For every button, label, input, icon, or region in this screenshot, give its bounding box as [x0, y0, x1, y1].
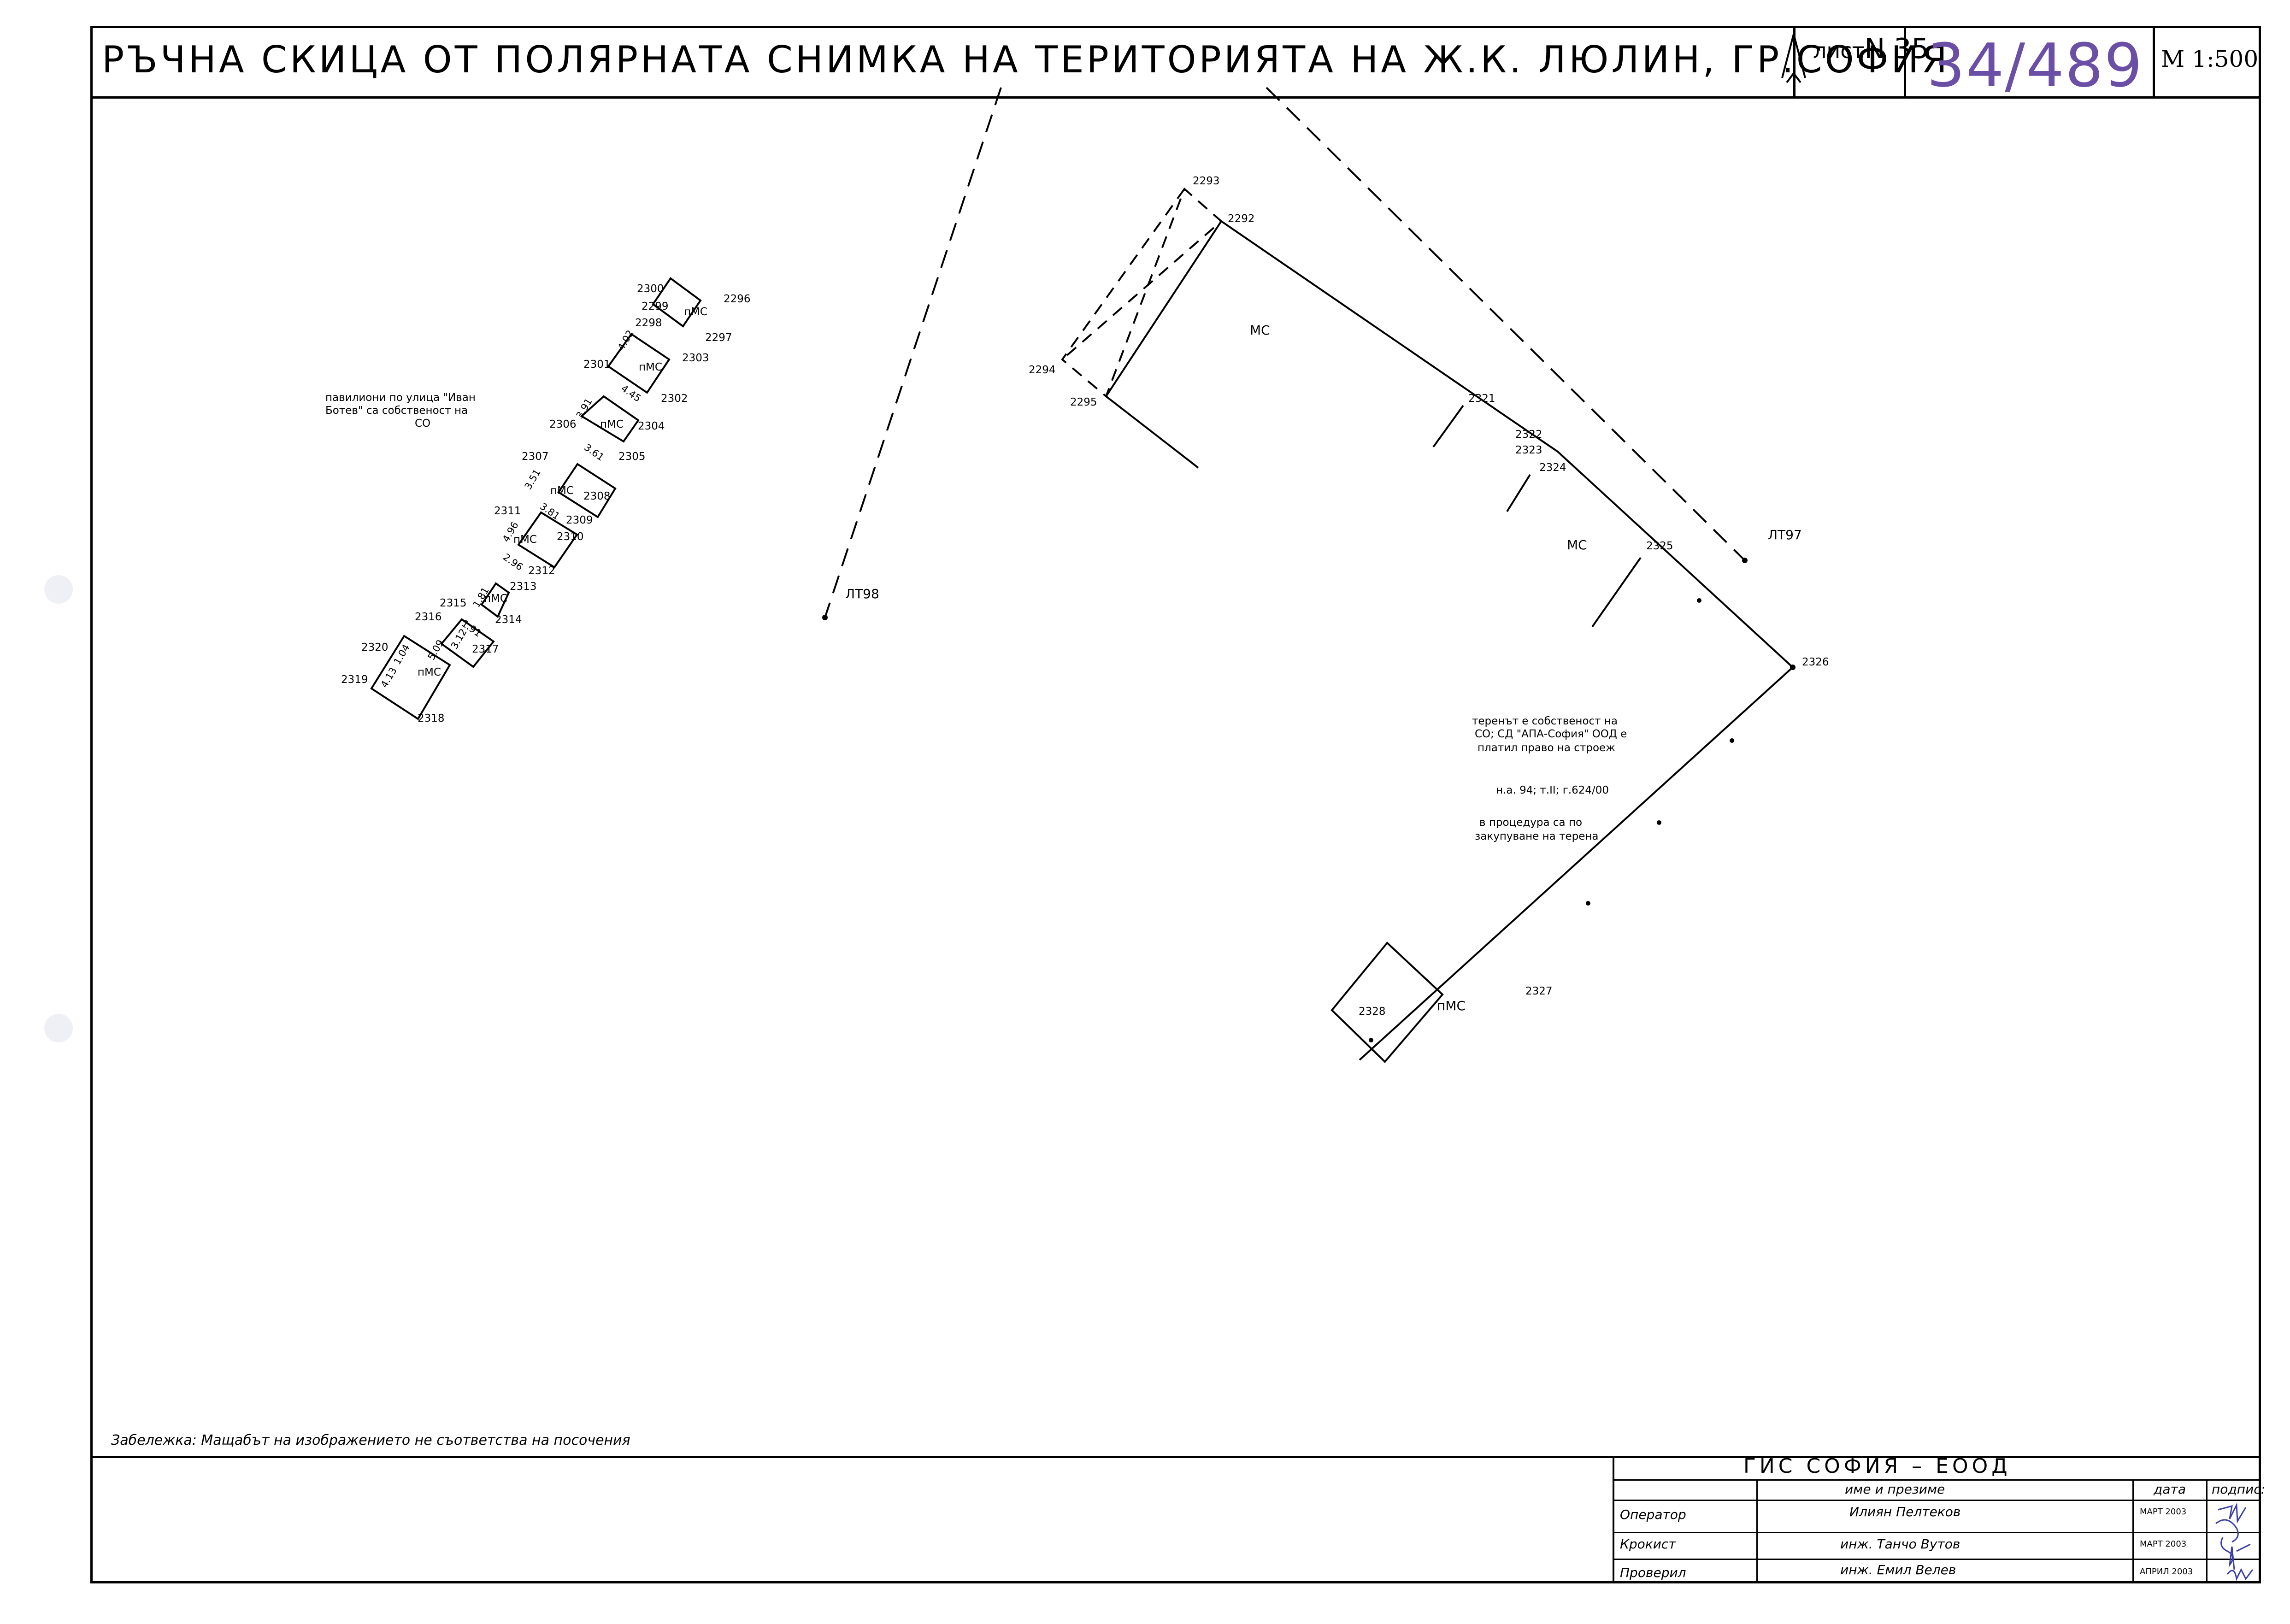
building-label: пМС [684, 306, 707, 318]
point-label: 2315 [440, 597, 467, 609]
handwritten-number: 34/489 [1927, 30, 2143, 100]
dashed-line [1061, 187, 1223, 398]
page-title: РЪЧНА СКИЦА ОТ ПОЛЯРНАТА СНИМКА НА ТЕРИТ… [102, 38, 1950, 81]
drawing-sheet: РЪЧНА СКИЦА ОТ ПОЛЯРНАТА СНИМКА НА ТЕРИТ… [90, 26, 2265, 1583]
company-name: ГИС СОФИЯ – ЕООД [1743, 1454, 2011, 1478]
annotation-text: закупуване на терена [1475, 830, 1599, 842]
point-label: 2323 [1515, 444, 1542, 456]
annotation-text: СО; СД "АПА-София" ООД е [1475, 728, 1627, 740]
point-label: 2321 [1468, 393, 1495, 405]
control-point-label: ЛТ98 [845, 586, 879, 601]
role-checker: Проверил [1620, 1565, 1686, 1580]
name-sketcher: инж. Танчо Вутов [1840, 1536, 1960, 1552]
point-label: 2298 [635, 317, 662, 329]
point-label: 2292 [1228, 213, 1255, 225]
building-label: пМС [1437, 998, 1466, 1013]
dimension-label: 4.13 [379, 665, 399, 690]
role-operator: Оператор [1620, 1507, 1686, 1522]
col-sign-header: подпис: [2212, 1482, 2266, 1497]
building-label: пМС [484, 593, 507, 605]
point-label: 2309 [566, 514, 593, 526]
point-label: 2307 [522, 451, 549, 463]
punch-hole-top [44, 575, 73, 604]
point-label: 2317 [472, 643, 499, 655]
point-label: 2318 [418, 712, 445, 724]
col-name-header: име и презиме [1845, 1482, 1945, 1497]
point-label: 2296 [724, 293, 751, 305]
point-label: 2301 [583, 359, 611, 371]
building-label: пМС [513, 534, 537, 546]
date-checker: АПРИЛ 2003 [2140, 1567, 2193, 1577]
annotation-text: платил право на строеж [1478, 742, 1615, 754]
point-label: 2302 [661, 393, 688, 405]
dimension-label: 2.96 [501, 551, 525, 572]
title-block: РЪЧНА СКИЦА ОТ ПОЛЯРНАТА СНИМКА НА ТЕРИТ… [93, 28, 2259, 100]
building-label: пМС [418, 666, 441, 678]
point-label: 2324 [1539, 462, 1566, 474]
punch-hole-bottom [44, 1014, 73, 1042]
point-label: 2311 [494, 505, 521, 517]
annotation-text: СО [415, 418, 430, 430]
point-label: 2293 [1193, 175, 1220, 187]
annotation-text: Ботев" са собственост на [325, 405, 468, 417]
dashed-line [824, 87, 1002, 618]
date-sketcher: МАРТ 2003 [2140, 1539, 2187, 1549]
point-label: 2312 [528, 565, 555, 577]
divider [2153, 28, 2155, 96]
scale-note: Забележка: Мащабът на изображението не с… [111, 1432, 630, 1448]
point-label: 2308 [583, 490, 611, 502]
point-label: 2304 [638, 420, 665, 432]
name-operator: Илиян Пелтеков [1849, 1504, 1961, 1519]
point-label: 2303 [682, 352, 709, 364]
point-label: 2294 [1029, 364, 1056, 376]
dashed-line [1266, 87, 1746, 561]
point-label: 2314 [495, 614, 522, 626]
divider [1904, 28, 1906, 96]
footer-divider [93, 1456, 2259, 1458]
annotation-text: н.а. 94; т.II; г.624/00 [1496, 784, 1609, 796]
point-label: 2313 [510, 581, 537, 593]
sheet-number: листN 35 [1813, 33, 1929, 65]
point-label: 2300 [637, 283, 664, 295]
point-label: 2326 [1802, 656, 1829, 668]
building-label: МС [1567, 537, 1587, 553]
role-sketcher: Крокист [1620, 1536, 1676, 1552]
point-label: 2299 [642, 300, 669, 312]
point-label: 2328 [1359, 1006, 1386, 1018]
parcel-boundary [1105, 220, 1794, 1061]
dimension-label: 4.45 [619, 382, 643, 404]
point-label: 2305 [618, 451, 646, 463]
point-label: 2316 [415, 611, 442, 623]
annotation-text: в процедура са по [1479, 817, 1582, 829]
dimension-label: 4.02 [616, 328, 636, 353]
name-checker: инж. Емил Велев [1840, 1562, 1956, 1577]
point-label: 2325 [1646, 540, 1673, 552]
annotation-text: теренът е собственост на [1472, 715, 1618, 727]
dimension-label: 3.61 [582, 441, 606, 463]
point-label: 2322 [1515, 429, 1542, 441]
dimension-label: 3.51 [523, 467, 543, 492]
building-label: пМС [639, 361, 662, 373]
point-label: 2320 [361, 641, 389, 653]
signatures-image [2215, 1502, 2254, 1581]
point-label: 2297 [705, 332, 732, 344]
scale-label: М 1:500 [2161, 46, 2259, 72]
col-date-header: дата [2154, 1482, 2186, 1497]
building-label: пМС [550, 485, 574, 497]
annotation-text: павилиони по улица "Иван [325, 392, 476, 404]
signature-stamp: ГИС СОФИЯ – ЕООД име и презиме дата подп… [1613, 1454, 2265, 1583]
control-point-label: ЛТ97 [1768, 527, 1802, 542]
compass-icon [1781, 32, 1806, 89]
point-label: 2327 [1525, 985, 1553, 997]
building-label: МС [1250, 323, 1270, 338]
point-label: 2310 [557, 531, 584, 543]
building-label: пМС [600, 418, 624, 430]
date-operator: МАРТ 2003 [2140, 1507, 2187, 1517]
point-label: 2306 [549, 418, 577, 430]
point-label: 2319 [341, 674, 368, 686]
dimension-label: 1.04 [392, 642, 412, 667]
point-label: 2295 [1070, 396, 1097, 408]
